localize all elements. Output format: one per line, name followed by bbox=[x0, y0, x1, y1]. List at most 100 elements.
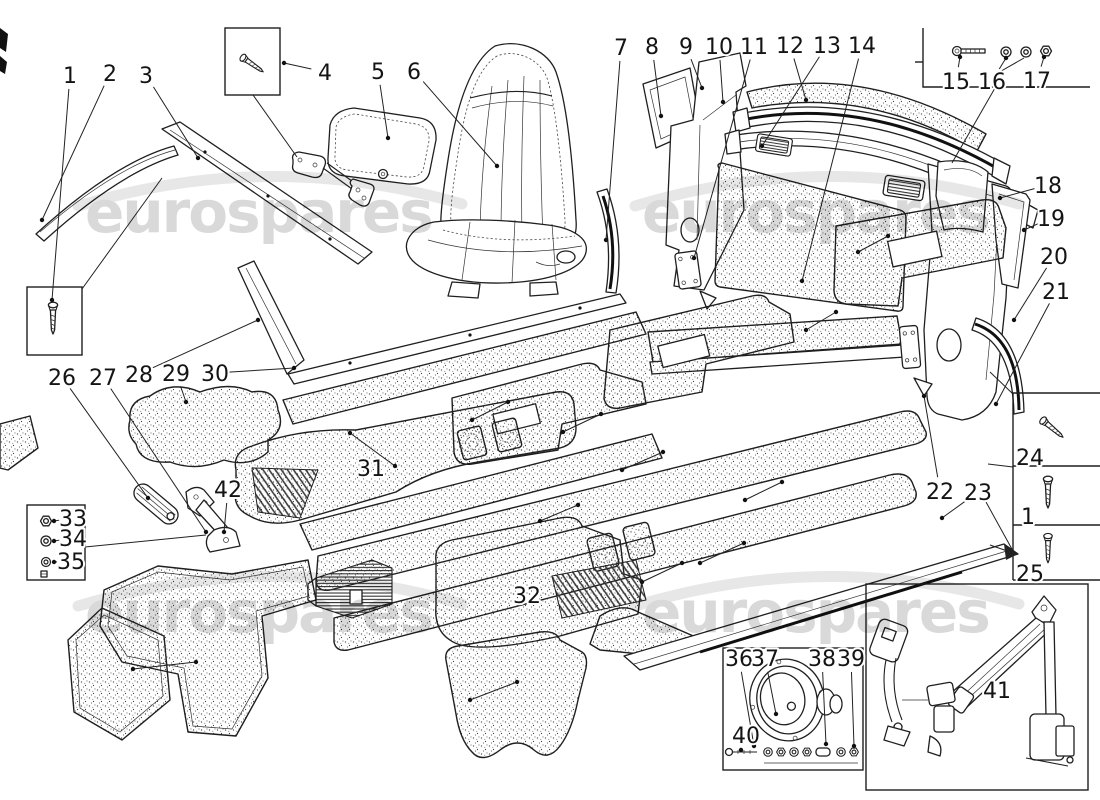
leader-line-42 bbox=[223, 502, 228, 533]
leader-dot-4 bbox=[281, 60, 287, 66]
part-label-12-13: 13 bbox=[813, 34, 841, 59]
watermark-text: eurospares bbox=[85, 178, 432, 246]
leader-line-5 bbox=[379, 84, 389, 139]
leader-line-37 bbox=[767, 671, 777, 715]
part-label-34-34: 34 bbox=[59, 527, 87, 552]
leader-dot-9 bbox=[699, 85, 705, 91]
part-label-16-17: 17 bbox=[1023, 69, 1051, 94]
part-label-13-14: 14 bbox=[848, 34, 876, 59]
seat bbox=[405, 43, 587, 299]
leader-dot-1 bbox=[49, 297, 55, 303]
leader-line-29 bbox=[180, 386, 187, 403]
leader-dot-36 bbox=[751, 743, 757, 749]
leader-dot-20 bbox=[1011, 317, 1017, 323]
part-label-33-33: 33 bbox=[59, 507, 87, 532]
part-label-22-23: 23 bbox=[964, 481, 992, 506]
leader-dot-11 bbox=[691, 255, 697, 261]
fastener-cells-right bbox=[1012, 392, 1100, 581]
leader-line-14 bbox=[801, 58, 860, 282]
part-label-24-1: 1 bbox=[1021, 505, 1035, 530]
leader-dot-17 bbox=[1041, 54, 1047, 60]
part-label-1-2: 2 bbox=[103, 62, 117, 87]
leader-dot-27 bbox=[203, 529, 209, 535]
part-label-37-37: 37 bbox=[751, 647, 779, 672]
leader-dot-15 bbox=[957, 54, 963, 60]
leader-dot-2 bbox=[39, 217, 45, 223]
leader-lines bbox=[39, 54, 1050, 753]
leader-line-22 bbox=[923, 395, 939, 478]
leader-line-38 bbox=[822, 671, 827, 745]
leader-line-21 bbox=[995, 303, 1050, 405]
watermark-text: eurospares bbox=[642, 178, 989, 246]
part-label-9-10: 10 bbox=[705, 35, 733, 60]
part-label-27-27: 27 bbox=[89, 366, 117, 391]
part-label-39-39: 39 bbox=[837, 647, 865, 672]
leader-dot-35 bbox=[51, 559, 57, 565]
floor-mats-bottom-left bbox=[67, 559, 317, 741]
speaker-box bbox=[722, 647, 864, 771]
leader-line-27 bbox=[110, 388, 207, 533]
bolt-washer-nut-box-top-right bbox=[915, 28, 1090, 88]
part-label-20-21: 21 bbox=[1042, 280, 1070, 305]
part-label-29-29: 29 bbox=[162, 362, 190, 387]
part-label-42-42: 42 bbox=[214, 478, 242, 503]
leader-line-4 bbox=[283, 62, 312, 70]
leader-dot-12 bbox=[803, 97, 809, 103]
part-label-23-24: 24 bbox=[1016, 446, 1044, 471]
leader-dot-38 bbox=[823, 741, 829, 747]
leader-line-39 bbox=[850, 671, 855, 747]
leader-dot-6 bbox=[494, 163, 500, 169]
carpet-set-center bbox=[0, 198, 1019, 671]
leader-dot-14 bbox=[799, 278, 805, 284]
leader-dot-21 bbox=[993, 401, 999, 407]
leader-dot-33 bbox=[51, 518, 57, 524]
leader-line-13 bbox=[761, 56, 820, 147]
leader-dot-19 bbox=[1021, 227, 1027, 233]
part-label-7-8: 8 bbox=[645, 35, 659, 60]
leader-line-3 bbox=[153, 86, 199, 159]
leader-dot-7 bbox=[603, 237, 609, 243]
leader-line-9 bbox=[690, 58, 703, 89]
watermark-text: eurospares bbox=[85, 578, 432, 646]
part-label-31-31: 31 bbox=[357, 457, 385, 482]
part-label-6-7: 7 bbox=[614, 36, 628, 61]
art-connector-lines bbox=[81, 57, 1025, 703]
part-label-26-26: 26 bbox=[48, 366, 76, 391]
part-label-28-28: 28 bbox=[125, 363, 153, 388]
leader-dot-42 bbox=[221, 529, 227, 535]
leader-dot-40 bbox=[738, 747, 744, 753]
screw-box-top-left bbox=[26, 286, 83, 356]
part-label-36-36: 36 bbox=[725, 647, 753, 672]
leader-line-10 bbox=[719, 59, 724, 103]
leader-dot-22 bbox=[921, 393, 927, 399]
leader-line-28 bbox=[151, 319, 259, 369]
part-label-41-41: 41 bbox=[983, 679, 1011, 704]
leader-dot-26 bbox=[145, 495, 151, 501]
leader-dot-28 bbox=[255, 317, 261, 323]
pillar-trim-strip bbox=[596, 188, 620, 294]
leader-line-26 bbox=[69, 388, 149, 499]
leader-line-6 bbox=[422, 81, 498, 167]
footwell-mat-bottom-center bbox=[445, 630, 588, 759]
leader-dot-30 bbox=[291, 365, 297, 371]
seat-belt-box bbox=[865, 583, 1089, 791]
leader-line-23 bbox=[941, 499, 967, 519]
part-label-18-19: 19 bbox=[1037, 207, 1065, 232]
part-label-19-20: 20 bbox=[1040, 245, 1068, 270]
leader-dot-23 bbox=[939, 515, 945, 521]
leader-line-1 bbox=[51, 88, 70, 301]
windshield-pillar-trims bbox=[35, 121, 373, 375]
part-label-14-15: 15 bbox=[942, 70, 970, 95]
leader-line-12 bbox=[793, 58, 807, 101]
part-label-38-38: 38 bbox=[808, 647, 836, 672]
part-label-40-40: 40 bbox=[732, 724, 760, 749]
leader-line-2 bbox=[41, 85, 105, 221]
leader-dot-29 bbox=[183, 399, 189, 405]
part-label-17-18: 18 bbox=[1034, 174, 1062, 199]
leader-line-8 bbox=[653, 59, 662, 117]
leader-line-19 bbox=[1023, 223, 1039, 231]
leader-line-30 bbox=[228, 367, 295, 373]
part-label-4-5: 5 bbox=[371, 60, 385, 85]
leader-dot-8 bbox=[658, 113, 664, 119]
